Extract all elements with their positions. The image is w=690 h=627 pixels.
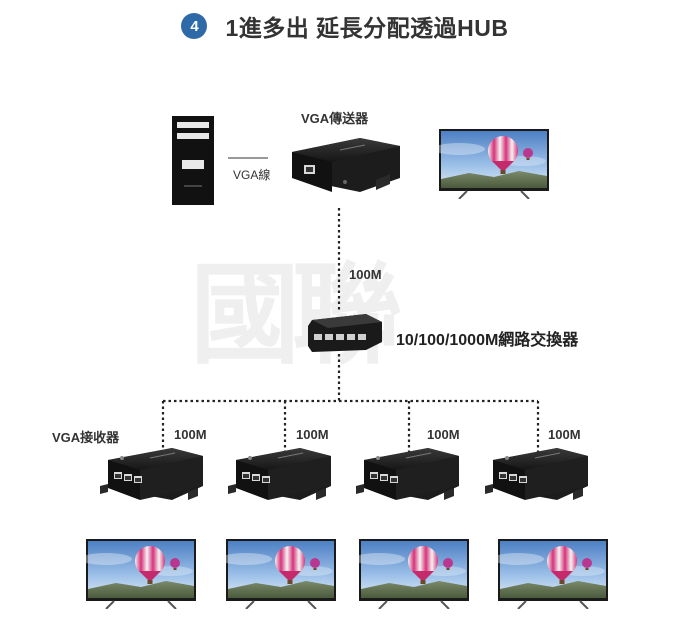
- switch-label: 10/100/1000M網路交換器: [396, 332, 579, 349]
- rx-link-speed-label: 100M: [296, 427, 329, 442]
- vga-receiver-device-icon: [356, 448, 460, 501]
- display-monitor-icon: [498, 539, 608, 609]
- receiver-label: VGA接收器: [52, 430, 120, 445]
- computer-tower-icon: [172, 116, 214, 205]
- rx-link-speed-label: 100M: [427, 427, 460, 442]
- step-number-badge: 4: [181, 13, 208, 39]
- vga-receiver-device-icon: [228, 448, 332, 501]
- display-monitor-icon: [86, 539, 196, 609]
- diagram-header: 4 1進多出 延長分配透過HUB: [0, 8, 690, 44]
- rx-link-speed-label: 100M: [548, 427, 581, 442]
- display-monitor-icon: [359, 539, 469, 609]
- display-monitor-icon: [439, 129, 549, 199]
- network-switch-icon: [308, 314, 382, 352]
- diagram-title: 1進多出 延長分配透過HUB: [225, 15, 509, 41]
- vga-cable-label: VGA線: [233, 168, 271, 182]
- display-monitor-icon: [226, 539, 336, 609]
- vga-receiver-device-icon: [485, 448, 589, 501]
- vga-receiver-device-icon: [100, 448, 204, 501]
- sender-label: VGA傳送器: [301, 111, 369, 126]
- vga-sender-device-icon: [292, 138, 400, 192]
- uplink-speed-label: 100M: [349, 267, 382, 282]
- rx-link-speed-label: 100M: [174, 427, 207, 442]
